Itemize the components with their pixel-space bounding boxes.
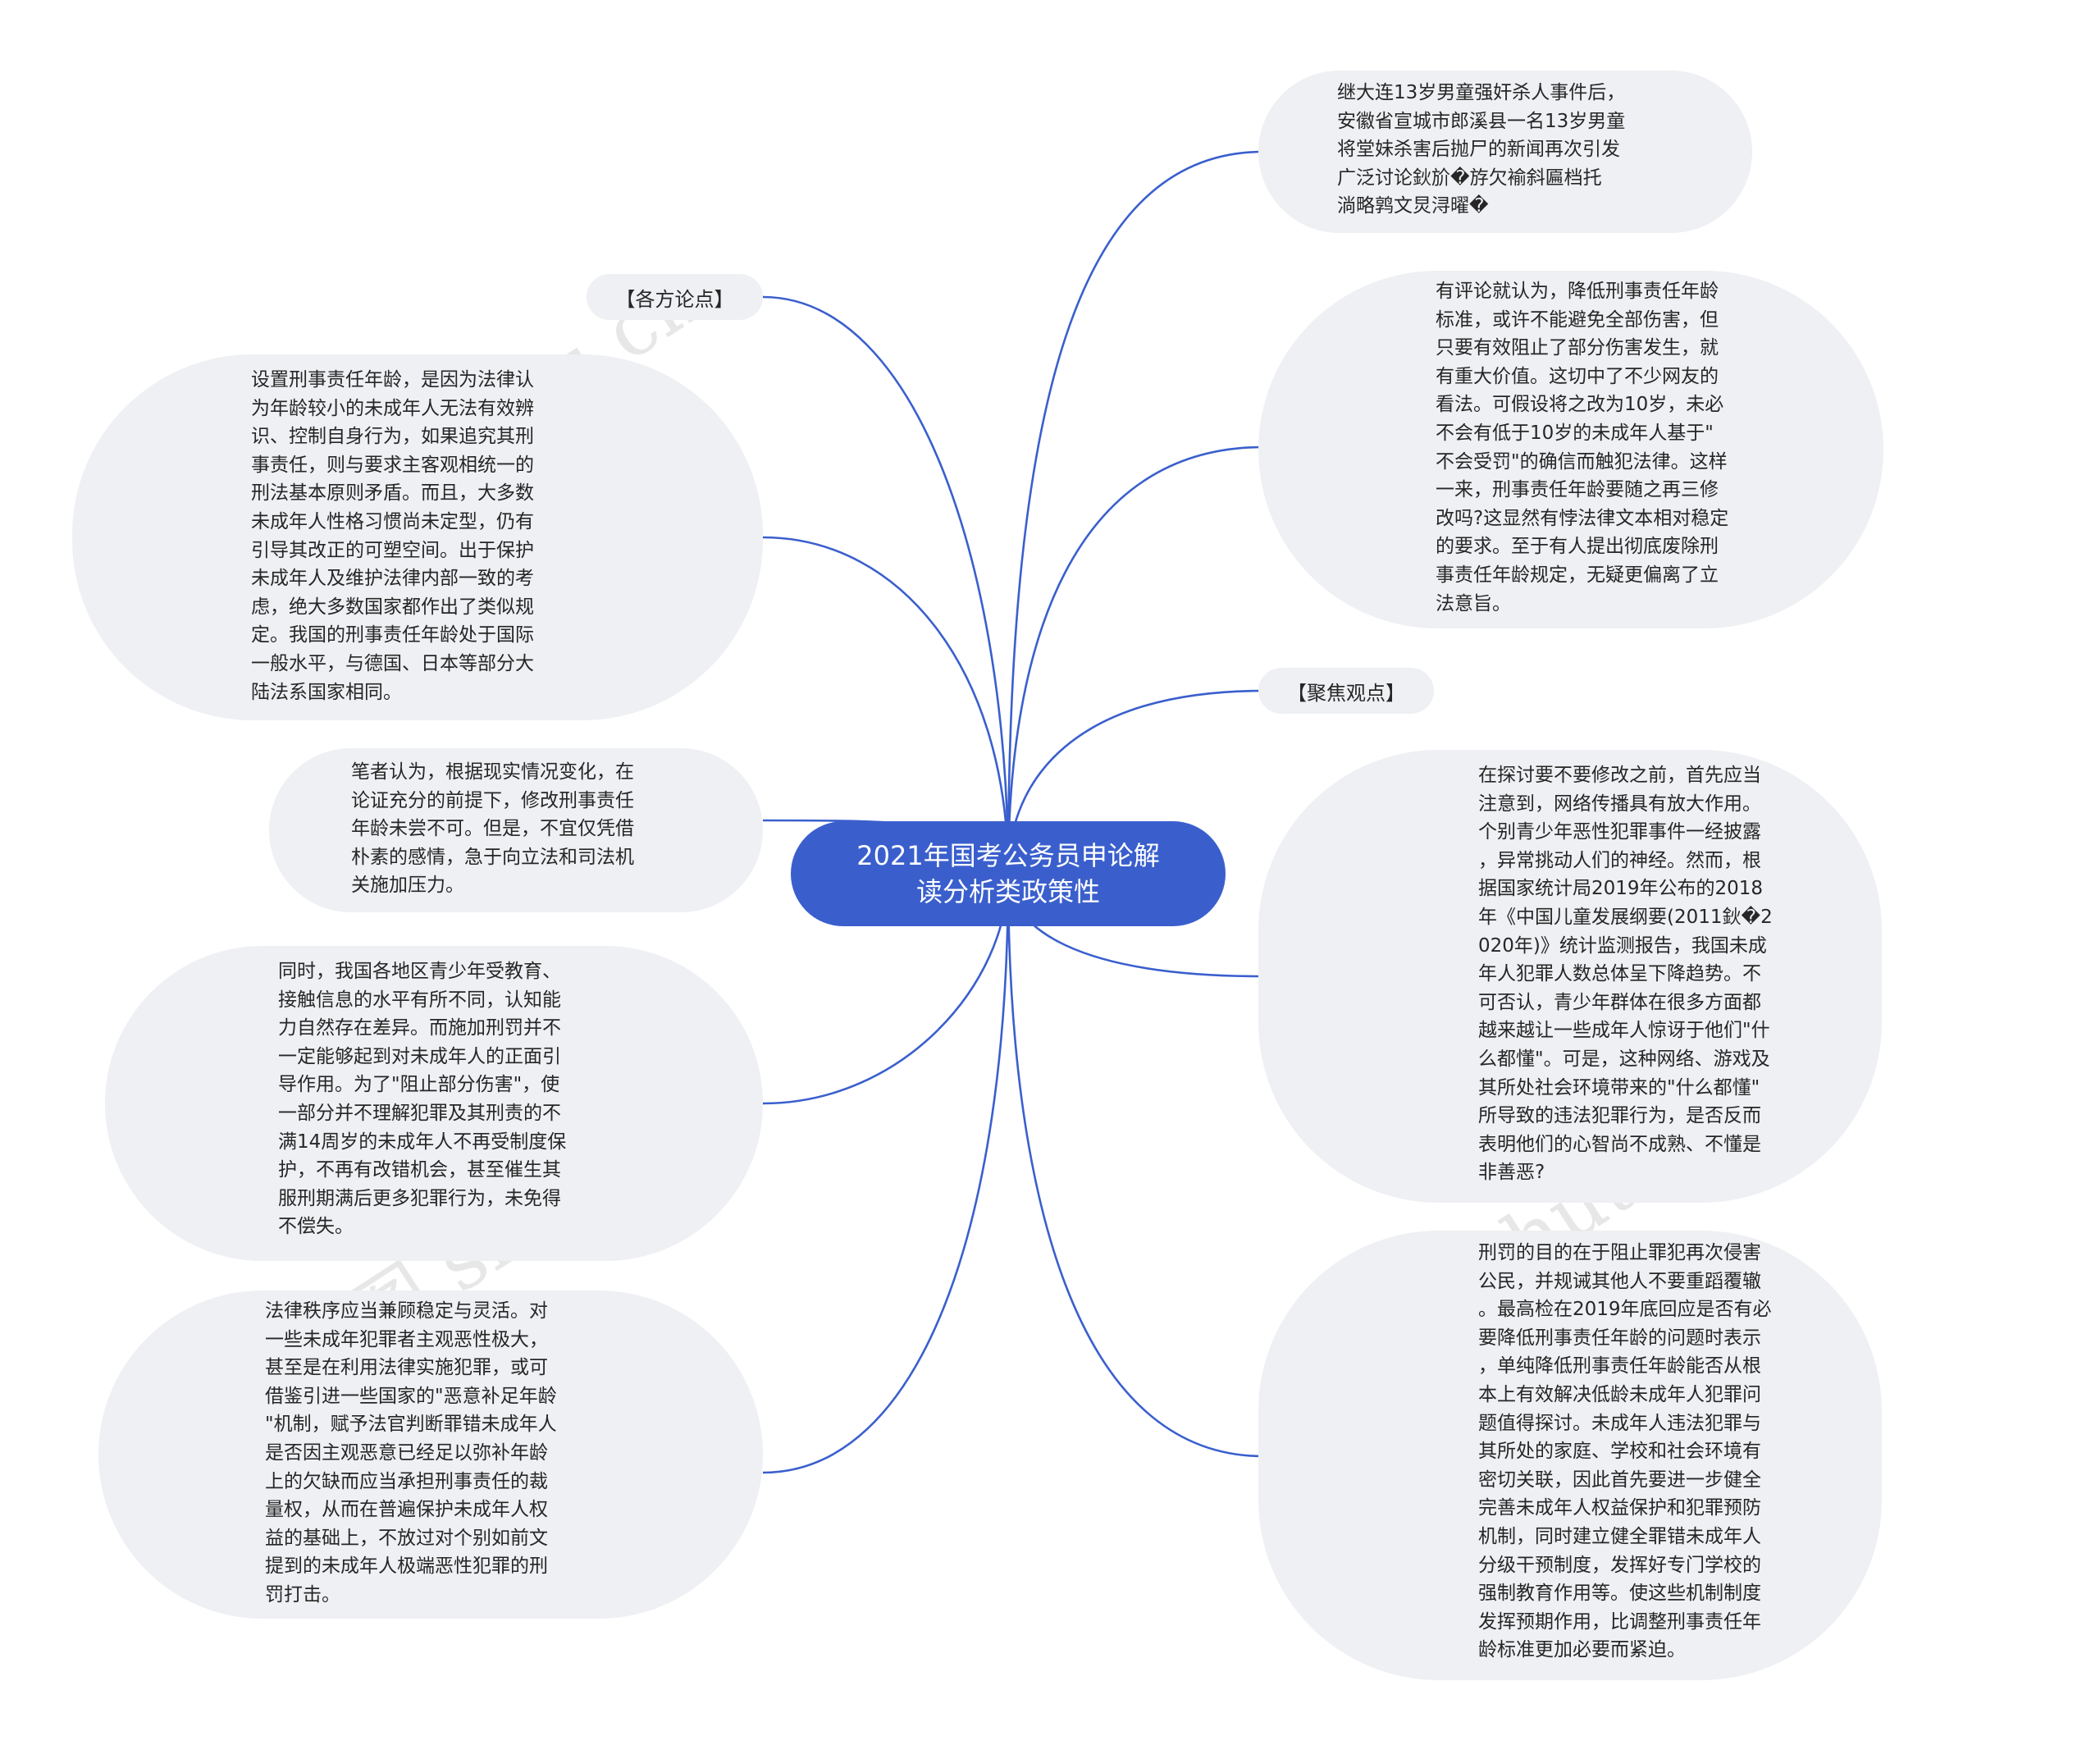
right-node-3-text: 在探讨要不要修改之前，首先应当 注意到，网络传播具有放大作用。 个别青少年恶性犯…	[1478, 765, 1773, 1184]
left-node-2-text: 笔者认为，根据现实情况变化，在 论证充分的前提下，修改刑事责任 年龄未尝不可。但…	[351, 761, 634, 897]
right-node-4[interactable]: 刑罚的目的在于阻止罪犯再次侵害 公民，并规诫其他人不要重蹈覆辙 。最高检在201…	[1258, 1231, 1882, 1680]
right-node-2-text: 有评论就认为，降低刑事责任年龄 标准，或许不能避免全部伤害，但 只要有效阻止了部…	[1436, 281, 1729, 614]
link-right-node2	[1007, 445, 1264, 875]
right-node-4-text: 刑罚的目的在于阻止罪犯再次侵害 公民，并规诫其他人不要重蹈覆辙 。最高检在201…	[1478, 1242, 1772, 1661]
focus-label-text: 【聚焦观点】	[1287, 681, 1405, 705]
link-right-node1	[1007, 150, 1264, 875]
left-node-4[interactable]: 法律秩序应当兼顾稳定与灵活。对 一些未成年犯罪者主观恶性极大， 甚至是在利用法律…	[98, 1290, 763, 1619]
link-right-node4	[1007, 873, 1264, 1458]
views-label-text: 【各方论点】	[615, 287, 734, 311]
left-node-1[interactable]: 设置刑事责任年龄，是因为法律认 为年龄较小的未成年人无法有效辨 识、控制自身行为…	[72, 354, 763, 720]
right-node-1[interactable]: 继大连13岁男童强奸杀人事件后， 安徽省宣城市郎溪县一名13岁男童 将堂妹杀害后…	[1258, 71, 1752, 233]
views-label[interactable]: 【各方论点】	[587, 274, 763, 320]
link-left-node4	[762, 873, 1010, 1474]
central-topic-title: 2021年国考公务员申论解 读分析类政策性	[856, 840, 1160, 907]
link-left-node1	[762, 536, 1010, 875]
right-node-1-text: 继大连13岁男童强奸杀人事件后， 安徽省宣城市郎溪县一名13岁男童 将堂妹杀害后…	[1337, 82, 1626, 217]
focus-label[interactable]: 【聚焦观点】	[1258, 668, 1434, 714]
right-node-3[interactable]: 在探讨要不要修改之前，首先应当 注意到，网络传播具有放大作用。 个别青少年恶性犯…	[1258, 750, 1882, 1203]
left-node-2[interactable]: 笔者认为，根据现实情况变化，在 论证充分的前提下，修改刑事责任 年龄未尝不可。但…	[269, 748, 763, 912]
left-node-3-text: 同时，我国各地区青少年受教育、 接触信息的水平有所不同，认知能 力自然存在差异。…	[278, 961, 567, 1238]
right-node-2[interactable]: 有评论就认为，降低刑事责任年龄 标准，或许不能避免全部伤害，但 只要有效阻止了部…	[1258, 271, 1883, 628]
left-node-1-text: 设置刑事责任年龄，是因为法律认 为年龄较小的未成年人无法有效辨 识、控制自身行为…	[251, 369, 534, 703]
left-node-3[interactable]: 同时，我国各地区青少年受教育、 接触信息的水平有所不同，认知能 力自然存在差异。…	[105, 946, 763, 1261]
link-left-views-label	[762, 295, 1010, 875]
central-topic[interactable]: 2021年国考公务员申论解 读分析类政策性	[791, 821, 1226, 926]
left-node-4-text: 法律秩序应当兼顾稳定与灵活。对 一些未成年犯罪者主观恶性极大， 甚至是在利用法律…	[265, 1300, 557, 1606]
